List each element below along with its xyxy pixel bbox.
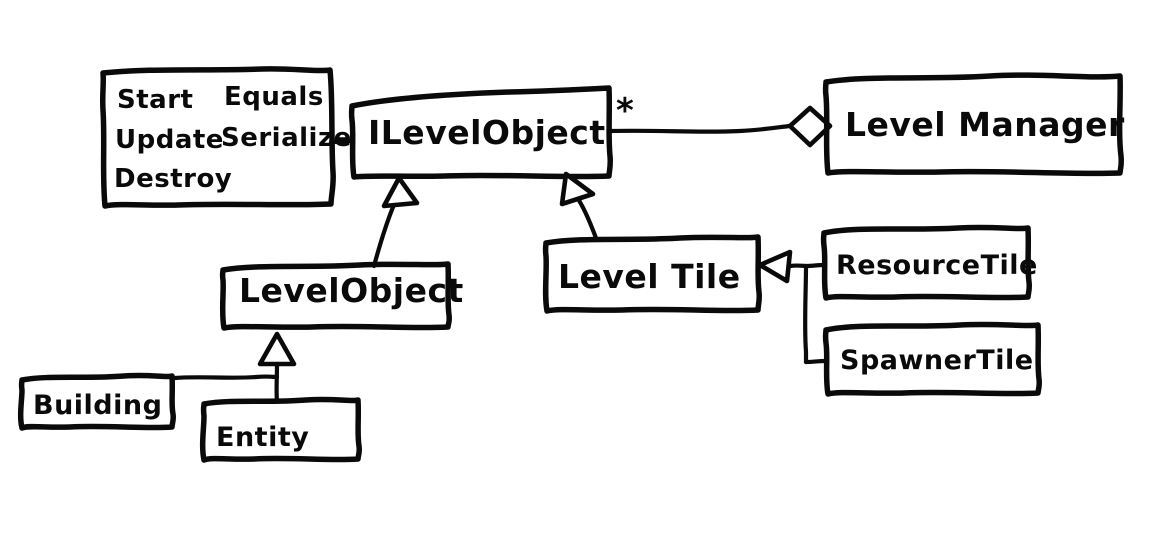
class-label-ilevelobject: ILevelObject <box>368 113 606 152</box>
connector-spawnertile-branch <box>803 358 829 365</box>
connector-tiles-branch-trunk <box>787 263 809 365</box>
class-box-entity[interactable] <box>199 396 363 463</box>
class-label-building: Building <box>33 390 162 421</box>
connector-leveltile-to-ilevelobject <box>573 193 599 241</box>
class-box-resourcetile[interactable] <box>820 224 1033 301</box>
aggregation-diamond-icon <box>787 105 833 148</box>
inheritance-triangle-tiles-icon <box>757 249 793 284</box>
note-line-2-right: Serialize <box>221 123 352 153</box>
class-box-levelmanager[interactable] <box>822 72 1125 177</box>
note-line-3-left: Destroy <box>114 164 232 194</box>
inheritance-triangle-leveltile-icon <box>559 171 596 207</box>
class-box-levelobject[interactable] <box>219 261 453 331</box>
connector-building-junction <box>172 374 280 381</box>
note-box-ilevelobject-members[interactable] <box>99 66 336 209</box>
class-box-building[interactable] <box>17 372 177 431</box>
class-label-leveltile: Level Tile <box>558 257 741 296</box>
note-line-1-right: Equals <box>224 82 324 112</box>
multiplicity-asterisk: * <box>616 91 634 131</box>
inheritance-triangle-levelobject-icon <box>381 175 420 209</box>
class-label-resourcetile: ResourceTile <box>836 250 1038 281</box>
class-label-spawnertile: SpawnerTile <box>840 345 1034 376</box>
class-label-entity: Entity <box>216 422 309 453</box>
class-box-ilevelobject[interactable] <box>348 85 614 180</box>
note-line-2-left: Update <box>115 125 224 155</box>
connector-note-to-ilevelobject <box>328 138 355 145</box>
connector-aggregation-levelmanager <box>608 123 793 134</box>
class-box-spawnertile[interactable] <box>822 321 1043 397</box>
inheritance-triangle-levelobject-sub-icon <box>257 331 297 367</box>
connector-resourcetile-branch <box>803 262 827 269</box>
connector-levelobject-to-ilevelobject <box>371 197 399 269</box>
class-label-levelobject: LevelObject <box>239 271 464 310</box>
class-box-leveltile[interactable] <box>542 234 763 314</box>
note-line-1-left: Start <box>117 85 193 115</box>
class-label-levelmanager: Level Manager <box>845 105 1125 144</box>
